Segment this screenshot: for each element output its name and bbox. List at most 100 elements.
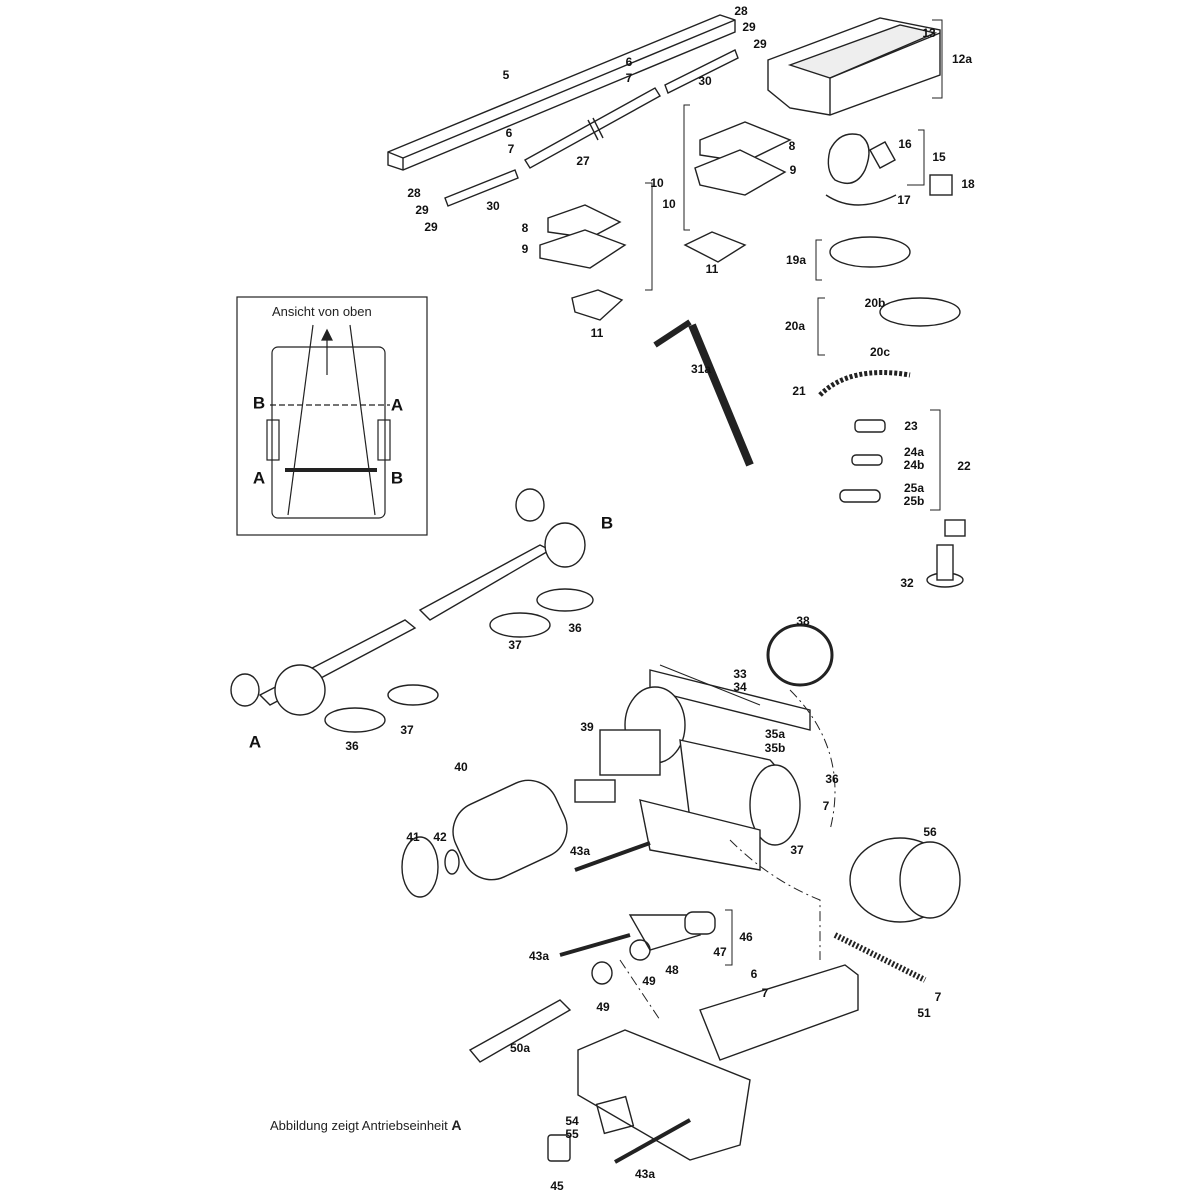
part-number-label: 6 — [625, 55, 633, 69]
part-number-label: 36 — [825, 772, 839, 786]
control-box-12a — [767, 17, 941, 116]
mounting-tube — [699, 964, 859, 1061]
part-number-label: 7 — [761, 986, 769, 1000]
part-number-label: 6 — [505, 126, 513, 140]
part-number-label: 34 — [733, 680, 747, 694]
wrench-31a — [653, 319, 754, 467]
part-number-label: 46 — [739, 930, 753, 944]
cable-19a — [829, 236, 911, 268]
part-number-label: 43a — [569, 844, 591, 858]
inset-side-marker: A — [390, 395, 404, 415]
part-number-label: 23 — [904, 419, 918, 433]
inset-title: Ansicht von oben — [272, 304, 372, 319]
part-number-label: 54 — [565, 1114, 579, 1128]
part-number-label: 8 — [521, 221, 529, 235]
spiral-cable-21 — [818, 370, 911, 397]
part-number-label: 25a — [903, 481, 925, 495]
part-number-label: 10 — [650, 176, 664, 190]
inset-side-marker: B — [252, 393, 266, 413]
ring-terminal-24 — [851, 454, 883, 466]
part-number-label: 29 — [742, 20, 756, 34]
part-number-label: 24a — [903, 445, 925, 459]
mount-bracket-left — [539, 204, 627, 321]
part-number-label: 40 — [454, 760, 468, 774]
part-number-label: 51 — [917, 1006, 931, 1020]
part-number-label: 39 — [580, 720, 594, 734]
part-number-label: 7 — [625, 71, 633, 85]
part-number-label: 56 — [923, 825, 937, 839]
lever-46 — [628, 911, 716, 951]
figure-caption: Abbildung zeigt Antriebseinheit A — [270, 1117, 462, 1133]
bolt-43a — [574, 841, 651, 872]
washer-49-2 — [591, 961, 613, 985]
part-number-label: 11 — [705, 262, 719, 276]
part-number-label: 7 — [507, 142, 515, 156]
part-number-label: 15 — [932, 150, 946, 164]
roller-40 — [452, 779, 568, 881]
part-number-label: 6 — [750, 967, 758, 981]
part-number-label: 10 — [662, 197, 676, 211]
cable-20a — [879, 297, 961, 327]
part-number-label: 49 — [642, 974, 656, 988]
ring-42 — [444, 849, 460, 875]
part-number-label: 35a — [764, 727, 786, 741]
part-number-label: 18 — [961, 177, 975, 191]
part-number-label: 49 — [596, 1000, 610, 1014]
part-number-label: 13 — [922, 26, 936, 40]
part-number-label: 11 — [590, 326, 604, 340]
spring-51 — [833, 932, 927, 983]
part-number-label: 48 — [665, 963, 679, 977]
part-number-label: 7 — [934, 990, 942, 1004]
mount-bracket-right — [683, 121, 792, 263]
rail-5 — [387, 14, 736, 171]
caption-unit: A — [451, 1117, 462, 1133]
cover-41 — [401, 836, 439, 898]
part-number-label: 30 — [698, 74, 712, 88]
part-number-label: 47 — [713, 945, 727, 959]
drive-unit-b — [418, 488, 594, 638]
main-switch-32 — [926, 519, 966, 588]
part-number-label: 27 — [576, 154, 590, 168]
part-number-label: 8 — [788, 139, 796, 153]
part-number-label: 9 — [521, 242, 529, 256]
part-number-label: 24b — [903, 458, 925, 472]
part-number-label: 37 — [508, 638, 522, 652]
part-number-label: 37 — [400, 723, 414, 737]
part-number-label: 36 — [568, 621, 582, 635]
part-number-label: 41 — [406, 830, 420, 844]
part-number-label: 21 — [792, 384, 806, 398]
part-number-label: 7 — [822, 799, 830, 813]
connector-23 — [854, 419, 886, 433]
part-number-label: 32 — [900, 576, 914, 590]
part-number-label: 29 — [424, 220, 438, 234]
part-number-label: 20c — [869, 345, 891, 359]
part-number-label: 22 — [957, 459, 971, 473]
top-view-sketch — [266, 324, 391, 519]
part-number-label: 19a — [785, 253, 807, 267]
washer-49 — [629, 939, 651, 961]
cap-45 — [547, 1134, 571, 1162]
bolt-43a-2 — [559, 933, 631, 957]
remote-control-15 — [825, 133, 953, 206]
part-number-label: 30 — [486, 199, 500, 213]
bolt-43a-3 — [614, 1118, 691, 1164]
part-number-label: 20b — [864, 296, 886, 310]
part-number-label: 37 — [790, 843, 804, 857]
bar-27 — [444, 49, 739, 207]
drive-unit-a — [230, 619, 439, 733]
part-number-label: 29 — [753, 37, 767, 51]
part-number-label: 55 — [565, 1127, 579, 1141]
part-number-label: 43a — [528, 949, 550, 963]
top-view-inset — [236, 296, 428, 536]
part-number-label: 45 — [550, 1179, 564, 1193]
part-number-label: 16 — [898, 137, 912, 151]
part-number-label: 12a — [951, 52, 973, 66]
part-number-label: 50a — [509, 1041, 531, 1055]
part-number-label: 25b — [903, 494, 925, 508]
mounting-plate-54 — [577, 1029, 751, 1161]
drive-unit-marker: B — [600, 513, 614, 533]
part-number-label: 28 — [734, 4, 748, 18]
centerlines — [619, 689, 836, 1021]
